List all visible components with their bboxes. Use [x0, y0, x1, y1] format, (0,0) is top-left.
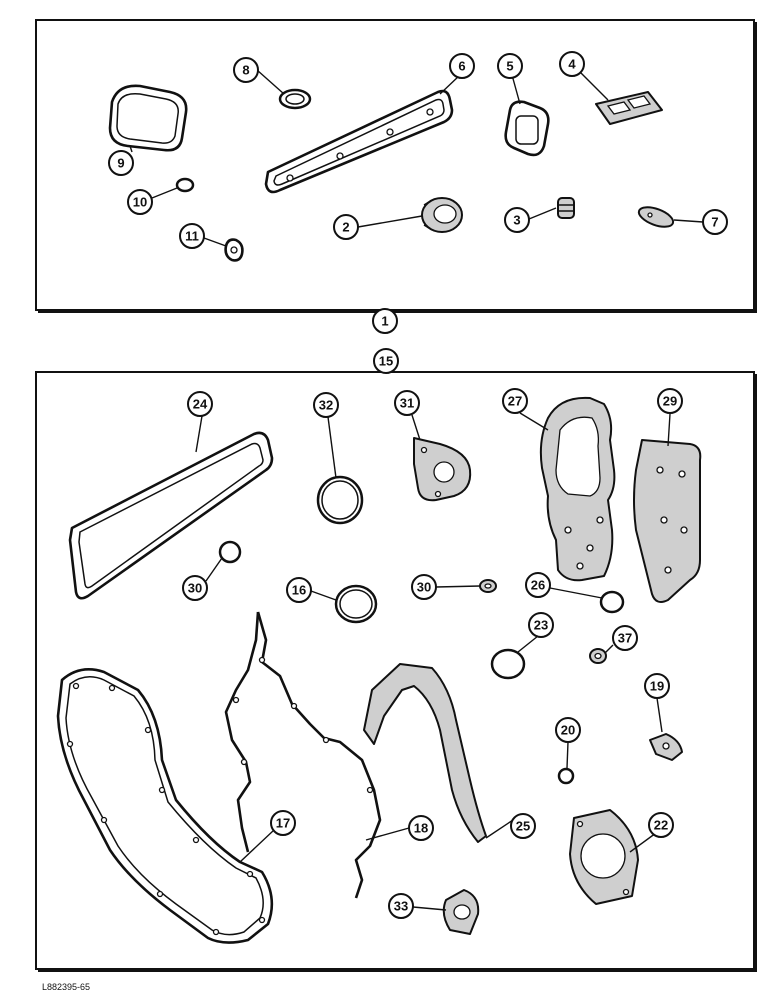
part-26-o-ring [599, 590, 625, 614]
svg-text:5: 5 [506, 59, 513, 74]
callout-16: 16 [286, 577, 312, 603]
part-23-o-ring [490, 648, 526, 680]
svg-text:26: 26 [531, 578, 545, 593]
part-19-gasket [649, 733, 683, 761]
part-9-seal [108, 84, 188, 152]
callout-25: 25 [510, 813, 536, 839]
part-31-o-ring [218, 540, 242, 564]
part-10-o-ring [175, 177, 195, 193]
callout-19: 19 [644, 673, 670, 699]
part-29-gasket [633, 439, 702, 603]
callout-24: 24 [187, 391, 213, 417]
callout-1: 1 [372, 308, 398, 334]
callout-33: 32 [313, 392, 339, 418]
upper-kit-frame [35, 19, 757, 313]
part-25-gasket [363, 663, 487, 843]
callout-23: 23 [528, 612, 554, 638]
callout-6: 6 [449, 53, 475, 79]
image-code: L882395-65 [42, 982, 91, 992]
svg-text:15: 15 [379, 354, 393, 369]
part-33-o-ring [316, 475, 364, 525]
part-27-gasket [539, 396, 616, 582]
svg-text:22: 22 [654, 818, 668, 833]
part-37-washer [589, 648, 607, 664]
callout-8: 8 [233, 57, 259, 83]
svg-text:33: 33 [394, 899, 408, 914]
part-8-seal-ring [278, 88, 312, 110]
callout-30: 30 [411, 574, 437, 600]
callout-31: 30 [182, 575, 208, 601]
part-24-gasket [68, 431, 274, 600]
svg-text:24: 24 [193, 397, 208, 412]
part-16-o-ring [334, 584, 378, 624]
svg-text:30: 30 [188, 581, 202, 596]
callout-2: 2 [333, 214, 359, 240]
svg-text:1: 1 [381, 314, 388, 329]
svg-text:30: 30 [417, 580, 431, 595]
svg-text:9: 9 [117, 156, 124, 171]
svg-text:18: 18 [414, 821, 428, 836]
part-22-gasket [569, 809, 639, 905]
svg-text:25: 25 [516, 819, 530, 834]
svg-text:20: 20 [561, 723, 575, 738]
part-7-gasket [637, 206, 675, 228]
part-6-gasket [264, 89, 454, 194]
callout-17: 17 [270, 810, 296, 836]
svg-text:4: 4 [568, 57, 576, 72]
callout-35: 33 [388, 893, 414, 919]
part-5-gasket [504, 100, 550, 157]
leader-lines [129, 69, 704, 911]
svg-text:32: 32 [319, 398, 333, 413]
callout-20: 20 [555, 717, 581, 743]
svg-text:2: 2 [342, 220, 349, 235]
svg-text:7: 7 [711, 215, 718, 230]
callout-15: 15 [373, 348, 399, 374]
part-17-front-cover-gasket [56, 668, 274, 944]
part-2-crank-seal [421, 197, 463, 233]
svg-text:23: 23 [534, 618, 548, 633]
callout-7: 7 [702, 209, 728, 235]
svg-text:27: 27 [508, 394, 522, 409]
part-18-strip-gasket [224, 611, 382, 899]
callout-32: 31 [394, 390, 420, 416]
callout-10: 10 [127, 189, 153, 215]
callout-5: 5 [497, 53, 523, 79]
callout-18: 18 [408, 815, 434, 841]
svg-text:10: 10 [133, 195, 147, 210]
callout-3: 3 [504, 207, 530, 233]
lower-kit-frame [35, 371, 757, 972]
svg-text:19: 19 [650, 679, 664, 694]
svg-text:29: 29 [663, 394, 677, 409]
svg-text:11: 11 [185, 229, 199, 244]
part-3-bushing [557, 197, 575, 219]
part-30-washer [479, 579, 497, 593]
part-11-fitting-seal [224, 238, 244, 262]
part-32-gasket [413, 437, 472, 502]
svg-text:31: 31 [400, 396, 414, 411]
callout-26: 26 [525, 572, 551, 598]
callout-4: 4 [559, 51, 585, 77]
callout-29: 29 [657, 388, 683, 414]
part-4-gasket [595, 91, 663, 125]
svg-text:3: 3 [513, 213, 520, 228]
callout-22: 22 [648, 812, 674, 838]
svg-text:8: 8 [242, 63, 249, 78]
callout-37: 37 [612, 625, 638, 651]
svg-text:6: 6 [458, 59, 465, 74]
callout-11: 11 [179, 223, 205, 249]
callout-9: 9 [108, 150, 134, 176]
callout-27: 27 [502, 388, 528, 414]
svg-text:17: 17 [276, 816, 290, 831]
part-20-o-ring [557, 767, 575, 785]
svg-text:16: 16 [292, 583, 306, 598]
svg-text:37: 37 [618, 631, 632, 646]
part-35-gasket [442, 889, 480, 935]
